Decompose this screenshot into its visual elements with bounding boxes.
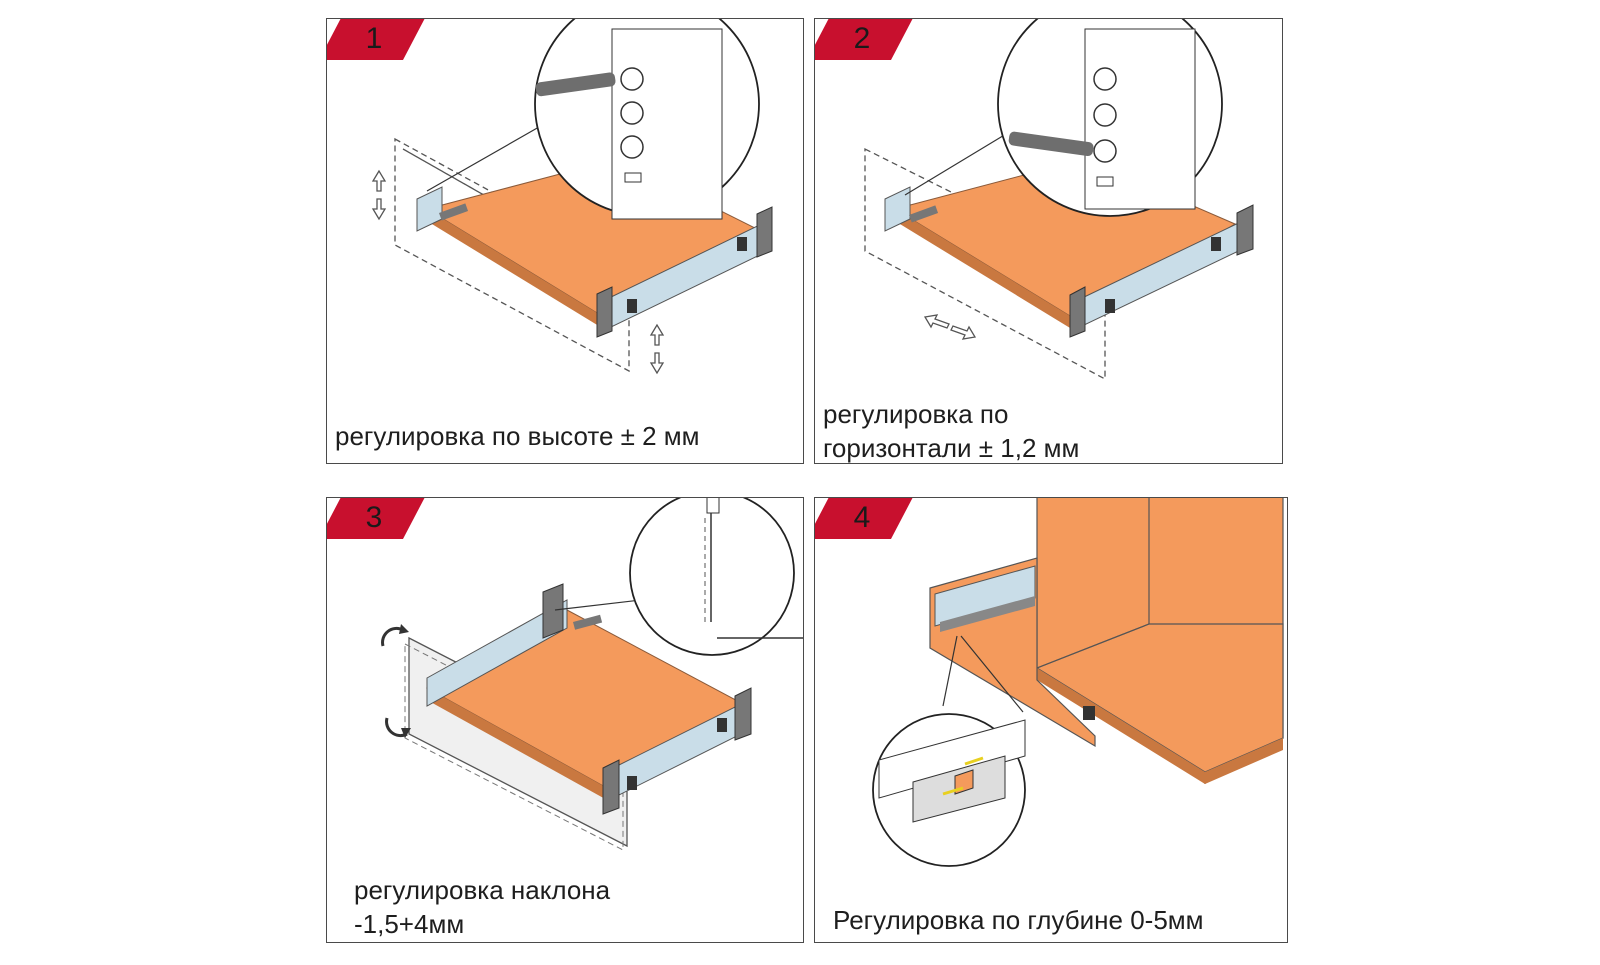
step-4-caption: Регулировка по глубине 0-5мм bbox=[833, 903, 1204, 937]
step-3-badge: 3 bbox=[327, 498, 425, 539]
step-2-number: 2 bbox=[853, 22, 871, 55]
step-1-panel: 1 регулировка по высоте ± 2 мм bbox=[326, 18, 804, 464]
horizontal-adjustment-illustration bbox=[864, 19, 1254, 381]
step-2-badge: 2 bbox=[815, 19, 913, 60]
step-1-number: 1 bbox=[365, 22, 383, 55]
tilt-adjustment-illustration bbox=[381, 498, 803, 851]
step-3-panel: 3 регулировка наклона -1,5+4мм bbox=[326, 497, 804, 943]
step-1-badge: 1 bbox=[327, 19, 425, 60]
step-1-caption-line-1: регулировка по высоте ± 2 мм bbox=[335, 421, 700, 451]
height-adjustment-illustration bbox=[371, 19, 773, 375]
step-2-caption: регулировка по горизонтали ± 1,2 мм bbox=[823, 397, 1080, 463]
step-4-number: 4 bbox=[853, 501, 871, 534]
depth-adjustment-illustration bbox=[872, 498, 1284, 867]
step-4-panel: 4 Регулировка по глубине 0-5мм bbox=[814, 497, 1288, 943]
step-1-caption: регулировка по высоте ± 2 мм bbox=[335, 419, 700, 453]
step-4-caption-line-1: Регулировка по глубине 0-5мм bbox=[833, 905, 1204, 935]
step-3-caption-line-1: регулировка наклона bbox=[354, 875, 611, 905]
step-4-badge: 4 bbox=[815, 498, 913, 539]
step-3-caption-line-2: -1,5+4мм bbox=[354, 909, 465, 939]
step-2-panel: 2 регулировка по горизонтали ± 1,2 мм bbox=[814, 18, 1283, 464]
step-2-caption-line-1: регулировка по bbox=[823, 399, 1009, 429]
step-3-caption: регулировка наклона -1,5+4мм bbox=[354, 873, 610, 941]
step-2-caption-line-2: горизонтали ± 1,2 мм bbox=[823, 433, 1080, 463]
step-3-number: 3 bbox=[365, 501, 383, 534]
